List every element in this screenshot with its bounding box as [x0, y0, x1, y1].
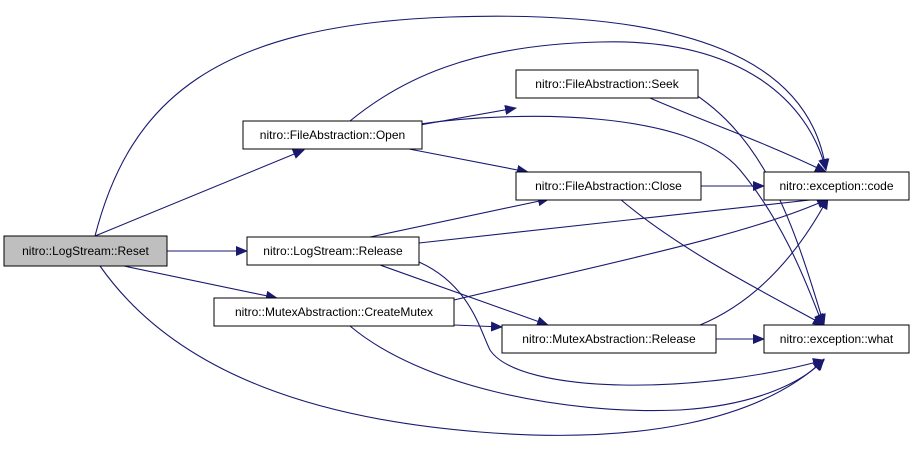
edge-line — [349, 325, 825, 412]
edge-ma-create-to-ma-release — [453, 321, 503, 332]
node-box[interactable] — [246, 236, 420, 266]
edge-fa-seek-to-ex-code — [649, 97, 827, 173]
edge-fa-seek-to-ex-what — [679, 84, 826, 326]
edge-ma-release-to-ex-code — [699, 197, 829, 326]
edge-line — [349, 41, 829, 171]
edge-line — [418, 194, 829, 244]
node-label[interactable]: nitro::exception::code — [779, 179, 893, 193]
edge-fa-open-to-ex-what — [419, 115, 824, 326]
node-label[interactable]: nitro::LogStream::Release — [263, 244, 403, 258]
node-label[interactable]: nitro::FileAbstraction::Seek — [535, 77, 679, 91]
node-box[interactable] — [763, 171, 910, 201]
edge-line — [619, 198, 825, 326]
edge-line — [679, 84, 826, 326]
edge-ls-release-to-ex-what — [418, 261, 825, 386]
node-box[interactable] — [515, 69, 699, 99]
node-box[interactable] — [3, 235, 168, 267]
node-label[interactable]: nitro::MutexAbstraction::Release — [522, 332, 696, 346]
node-ex-code[interactable]: nitro::exception::code — [763, 171, 910, 201]
edge-reset-to-ex-what — [99, 265, 825, 436]
edge-line — [699, 197, 829, 326]
edge-line — [649, 97, 827, 173]
node-box[interactable] — [213, 297, 455, 327]
edge-line — [379, 264, 549, 327]
node-ex-what[interactable]: nitro::exception::what — [763, 324, 910, 354]
edge-ma-create-to-ex-what — [349, 325, 825, 412]
edge-reset-to-ma-create — [123, 265, 278, 301]
edge-line — [453, 198, 829, 301]
edge-line — [94, 149, 305, 237]
edge-fa-open-to-ex-code — [349, 41, 829, 171]
node-ma-release[interactable]: nitro::MutexAbstraction::Release — [501, 324, 717, 354]
node-label[interactable]: nitro::exception::what — [780, 332, 894, 346]
node-fa-open[interactable]: nitro::FileAbstraction::Open — [242, 120, 423, 150]
node-label[interactable]: nitro::MutexAbstraction::CreateMutex — [235, 305, 433, 319]
node-box[interactable] — [515, 171, 702, 201]
edge-reset-to-fa-open — [94, 149, 305, 237]
node-box[interactable] — [242, 120, 423, 150]
edge-line — [94, 15, 830, 237]
node-label[interactable]: nitro::LogStream::Reset — [22, 244, 149, 258]
node-fa-close[interactable]: nitro::FileAbstraction::Close — [515, 171, 702, 201]
node-reset[interactable]: nitro::LogStream::Reset — [3, 235, 168, 267]
edge-line — [419, 115, 824, 326]
edge-ls-release-to-ex-code — [418, 194, 829, 244]
edge-line — [453, 321, 503, 332]
edge-line — [418, 261, 825, 386]
node-fa-seek[interactable]: nitro::FileAbstraction::Seek — [515, 69, 699, 99]
edge-reset-to-ex-code — [94, 15, 830, 237]
node-box[interactable] — [763, 324, 910, 354]
node-label[interactable]: nitro::FileAbstraction::Close — [535, 179, 682, 193]
edge-line — [408, 148, 529, 175]
node-label[interactable]: nitro::FileAbstraction::Open — [260, 128, 405, 142]
edge-line — [99, 265, 825, 436]
node-box[interactable] — [501, 324, 717, 354]
edge-ls-release-to-fa-close — [369, 196, 550, 238]
node-ma-create[interactable]: nitro::MutexAbstraction::CreateMutex — [213, 297, 455, 327]
edge-fa-open-to-fa-close — [408, 148, 529, 175]
edge-ma-create-to-ex-code — [453, 198, 829, 301]
edge-line — [123, 265, 278, 301]
edge-ls-release-to-ma-release — [379, 264, 549, 327]
edge-line — [369, 196, 550, 238]
edge-fa-close-to-ex-what — [619, 198, 825, 326]
node-ls-release[interactable]: nitro::LogStream::Release — [246, 236, 420, 266]
